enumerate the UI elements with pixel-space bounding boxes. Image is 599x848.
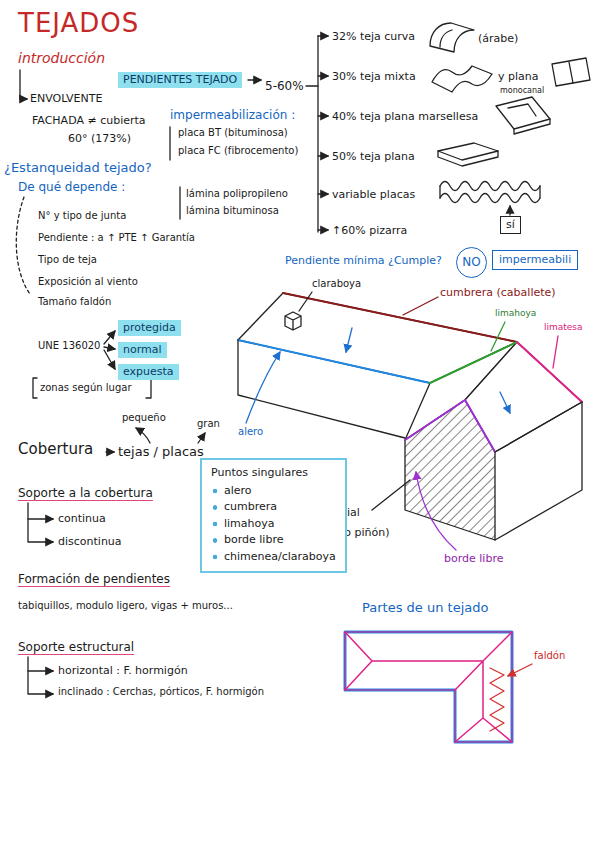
- note-label: (árabe): [478, 32, 518, 45]
- note-label: horizontal : F. hormigón: [58, 664, 188, 677]
- note-label: Partes de un tejado: [362, 600, 488, 616]
- note-label: ENVOLVENTE: [30, 92, 102, 105]
- note-label: 60° (173%): [68, 132, 131, 145]
- note-label: 30% teja mixta: [332, 70, 416, 83]
- note-label: 40% teja plana marsellesa: [332, 110, 478, 123]
- highlight-band-text: expuesta: [123, 365, 174, 379]
- note-label: UNE 136020: [38, 340, 100, 352]
- page-title: TEJADOS: [18, 8, 139, 39]
- note-label: y plana: [498, 70, 539, 83]
- answer-box-text: impermeabili: [499, 253, 571, 267]
- highlight-band: protegida: [118, 320, 181, 336]
- note-label: limahoya: [495, 308, 536, 319]
- answer-circle: NO: [456, 247, 487, 278]
- note-label: discontinua: [58, 535, 122, 548]
- note-label: De qué depende :: [18, 180, 125, 194]
- note-label: placa BT (bituminosa): [178, 127, 288, 139]
- note-label: Exposición al viento: [38, 276, 138, 288]
- note-label: Formación de pendientes: [18, 572, 170, 586]
- note-label: 50% teja plana: [332, 150, 415, 163]
- list-box: Puntos singulares alerocumbreralimahoyabo…: [200, 458, 347, 573]
- note-label: Soporte estructural: [18, 640, 134, 654]
- answer-circle-text: NO: [462, 255, 480, 270]
- note-label: gran: [197, 418, 220, 430]
- list-box-text: borde libre: [211, 532, 336, 549]
- note-label: Tamaño faldón: [38, 296, 111, 308]
- list-box-text: Puntos singulares: [211, 466, 336, 480]
- highlight-band: PENDIENTES TEJADO: [118, 72, 242, 88]
- note-label: faldón: [534, 650, 565, 662]
- answer-box: impermeabili: [492, 250, 578, 270]
- note-label: monocanal: [500, 86, 544, 96]
- note-label: Pendiente : a ↑ PTE ↑ Garantía: [38, 232, 195, 244]
- note-label: Tipo de teja: [38, 254, 97, 266]
- list-box-text: alero: [211, 483, 336, 500]
- note-label: alero: [238, 426, 263, 438]
- note-label: continua: [58, 512, 106, 525]
- note-label: zonas según lugar: [40, 382, 132, 394]
- note-label: tabiquillos, modulo ligero, vigas + muro…: [18, 600, 233, 612]
- note-label: Soporte a la cobertura: [18, 486, 153, 500]
- note-label: inclinado : Cerchas, pórticos, F. hormig…: [58, 686, 264, 698]
- highlight-band-text: normal: [123, 343, 162, 357]
- note-label: 5-60%: [265, 79, 304, 93]
- note-label: pequeño: [122, 412, 166, 424]
- list-box-text: chimenea/claraboya: [211, 549, 336, 566]
- highlight-band-text: PENDIENTES TEJADO: [123, 73, 237, 87]
- note-label: ↑60% pizarra: [332, 224, 407, 237]
- note-label: Cobertura: [18, 440, 93, 458]
- list-box-text: cumbrera: [211, 499, 336, 516]
- note-label: 32% teja curva: [332, 30, 415, 43]
- highlight-band: expuesta: [118, 364, 179, 380]
- note-label: impermeabilización :: [170, 108, 295, 122]
- note-label: placa FC (fibrocemento): [178, 145, 298, 157]
- note-label: claraboya: [312, 278, 361, 290]
- highlight-band: normal: [118, 342, 167, 358]
- note-label: lámina polipropileno: [186, 188, 288, 200]
- note-label: Pendiente mínima ¿Cumple?: [285, 254, 442, 267]
- note-label: introducción: [18, 50, 105, 67]
- highlight-band-text: protegida: [123, 321, 176, 335]
- note-label: lámina bituminosa: [186, 205, 279, 217]
- note-label: tejas / placas: [118, 444, 204, 460]
- note-label: FACHADA ≠ cubierta: [32, 114, 146, 127]
- answer-box-text: sí: [506, 218, 515, 232]
- note-label: ¿Estanqueidad tejado?: [4, 160, 152, 176]
- answer-box: sí: [500, 216, 521, 234]
- list-box-text: limahoya: [211, 516, 336, 533]
- note-label: cumbrera (caballete): [440, 286, 556, 299]
- note-label: borde libre: [444, 552, 503, 565]
- note-label: N° y tipo de junta: [38, 210, 126, 222]
- note-label: limatesa: [544, 322, 583, 333]
- note-label: variable placas: [332, 188, 415, 201]
